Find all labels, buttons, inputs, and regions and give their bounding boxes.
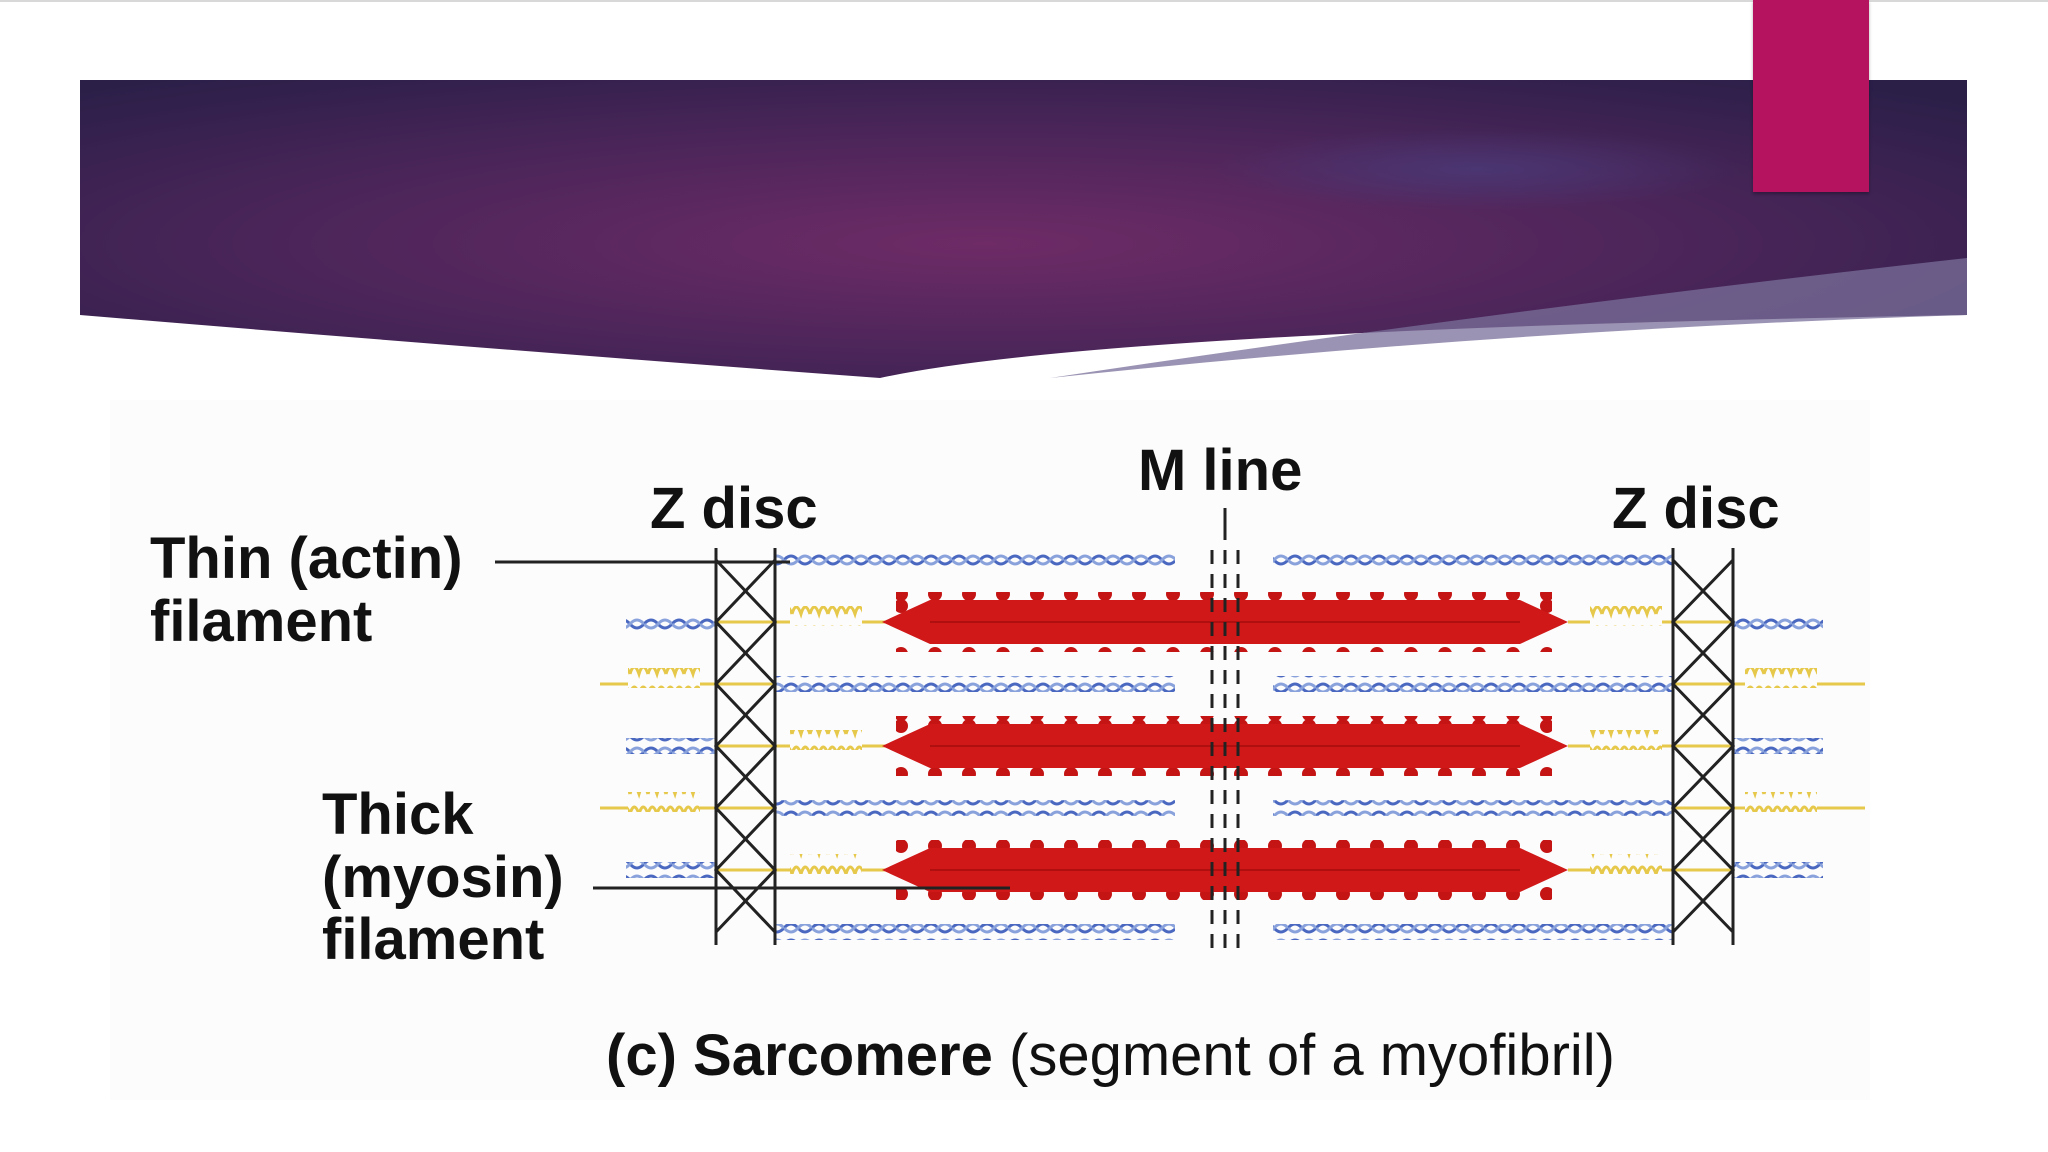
actin-filament	[626, 738, 716, 754]
titin-spring	[1590, 606, 1662, 626]
titin-spring	[1590, 854, 1662, 874]
m-line-label: M line	[1138, 440, 1302, 503]
actin-filament	[626, 614, 716, 630]
caption-part-letter: (c)	[606, 1023, 677, 1088]
actin-filament	[1273, 552, 1673, 568]
titin-spring	[1745, 792, 1817, 812]
thick-filament-label-line2: (myosin)	[322, 847, 564, 910]
titin-spring	[1590, 730, 1662, 750]
actin-filament	[1733, 862, 1823, 878]
titin-spring	[628, 792, 700, 812]
thin-filament-label: Thin (actin) filament	[150, 528, 463, 653]
titin-spring	[790, 606, 862, 626]
actin-filament	[775, 676, 1175, 692]
figure-caption: (c) Sarcomere (segment of a myofibril)	[606, 1022, 1615, 1089]
titin-spring	[790, 854, 862, 874]
z-disc-left-label: Z disc	[650, 478, 818, 541]
actin-filament	[1733, 614, 1823, 630]
actin-filament	[775, 924, 1175, 940]
actin-filament	[1273, 924, 1673, 940]
thick-filament-label-line1: Thick	[322, 784, 564, 847]
titin-spring	[628, 668, 700, 688]
actin-filament	[775, 800, 1175, 816]
thick-filament-label-line3: filament	[322, 909, 564, 972]
caption-title: Sarcomere	[693, 1023, 993, 1088]
thick-filament-label: Thick (myosin) filament	[322, 784, 564, 972]
thin-filament-label-line2: filament	[150, 591, 463, 654]
actin-filament	[1733, 738, 1823, 754]
titin-spring	[1745, 668, 1817, 688]
titin-spring	[790, 730, 862, 750]
thin-filament-label-line1: Thin (actin)	[150, 528, 463, 591]
actin-filament	[626, 862, 716, 878]
actin-filament	[1273, 800, 1673, 816]
actin-filament	[775, 552, 1175, 568]
caption-subtitle: (segment of a myofibril)	[1009, 1023, 1615, 1088]
actin-filament	[1273, 676, 1673, 692]
z-disc-right-label: Z disc	[1612, 478, 1780, 541]
